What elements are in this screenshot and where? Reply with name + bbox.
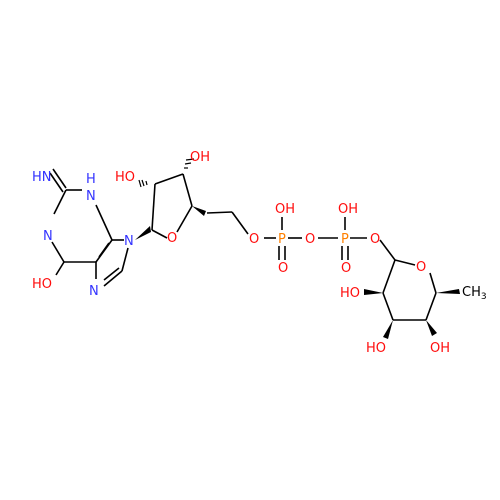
bond-imine-lower xyxy=(52,168,67,189)
bond-n7-c8-inner xyxy=(103,267,120,281)
p2-o-label: O xyxy=(341,261,351,276)
bond-c2-n1 xyxy=(53,189,67,215)
bond-c3-c2 xyxy=(382,292,394,321)
bond-layer xyxy=(49,158,460,339)
n1-label: N xyxy=(43,229,53,244)
ring-nh-n-label: N xyxy=(86,189,96,204)
bond-wedge-c3-oh xyxy=(383,320,393,339)
o-sugar-ring-label: O xyxy=(416,260,426,275)
bond-wedge-n9-c1 xyxy=(135,226,151,240)
o-bridge-2-label: O xyxy=(305,232,315,247)
bond-hash-c3-oh xyxy=(184,158,195,169)
p1-o-label: O xyxy=(278,261,288,276)
methyl-label: CH3 xyxy=(462,285,487,302)
bond-wedge-c2-oh xyxy=(364,289,383,295)
ho-ribose-2-label: HO xyxy=(115,170,135,185)
p1-label: P xyxy=(278,232,286,247)
atom-label-layer: HN H N N HO N N HO OH O O P OH O O P OH … xyxy=(32,150,487,356)
bond-c1-o4 xyxy=(151,229,168,239)
bond-oring-c5 xyxy=(429,272,437,294)
bond-c3-c2 xyxy=(154,173,184,185)
methyl-ch-text: CH xyxy=(462,285,481,300)
bond-c6-oh xyxy=(55,261,65,276)
bond-o4-c4 xyxy=(176,205,193,233)
bond-c1-oring xyxy=(394,259,416,266)
bond-n1-c6 xyxy=(51,241,65,263)
bond-c4-n3 xyxy=(95,204,113,241)
bond-wedge-c4-c5 xyxy=(192,206,206,216)
bond-wedge-c5-ch3 xyxy=(436,289,460,294)
bond-c5-c4-inner xyxy=(98,242,110,258)
bond-c5-c4 xyxy=(425,292,437,321)
ho-sugar-3-label: HO xyxy=(366,341,386,356)
bond-c8-n9 xyxy=(121,247,129,272)
bond-c4-c5prime xyxy=(206,211,233,214)
bond-n7-c8 xyxy=(103,270,123,287)
oh-purine-label: HO xyxy=(32,277,52,292)
n9-label: N xyxy=(124,234,134,249)
bond-imine-upper xyxy=(49,172,64,193)
bond-c4-c3 xyxy=(182,173,193,207)
oh-ribose-3-label: OH xyxy=(190,150,210,165)
bond-c2-c1 xyxy=(151,183,156,231)
n7-label: N xyxy=(89,284,99,299)
p2-oh-label: OH xyxy=(338,202,358,217)
p2-label: P xyxy=(341,232,349,247)
oh-sugar-4-label: OH xyxy=(430,341,450,356)
o-bridge-1-label: O xyxy=(249,232,259,247)
imine-nh-label: HN xyxy=(32,170,52,185)
methyl-subscript: 3 xyxy=(481,292,487,302)
p1-oh-label: OH xyxy=(275,202,295,217)
o-glyco-label: O xyxy=(370,232,380,247)
ring-nh-h-label: H xyxy=(86,172,96,187)
o-ribose-ring-label: O xyxy=(167,231,177,246)
bond-hash-c2-oh xyxy=(138,179,148,188)
bond-c5prime-o xyxy=(231,211,249,235)
bond-c2-c1 xyxy=(382,259,396,294)
bond-o-c1 xyxy=(379,239,396,261)
bond-wedge-c4-oh xyxy=(426,320,437,336)
ho-sugar-2-label: HO xyxy=(340,286,360,301)
